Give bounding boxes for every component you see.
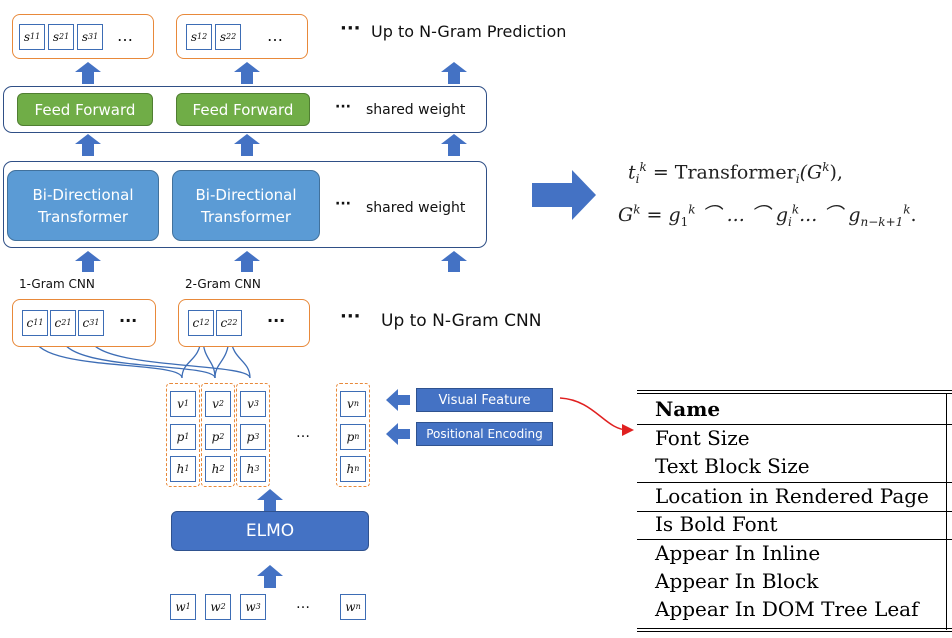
table-row: Appear In DOM Tree Leaf	[655, 597, 919, 621]
table-row: Location in Rendered Page	[655, 484, 929, 508]
formula-line-2: Gk = g1k ⌒ ... ⌒ gik... ⌒ gn−k+1k.	[618, 202, 917, 229]
table-bottom-rule-2	[637, 631, 952, 632]
tr-dots: ···	[335, 196, 351, 212]
table-top-rule-2	[637, 393, 952, 394]
table-top-rule	[637, 390, 952, 391]
tr-shared-weight-label: shared weight	[366, 200, 466, 216]
prediction-dots: ···	[340, 18, 361, 39]
table-row: Appear In Block	[655, 569, 819, 593]
table-header: Name	[655, 397, 721, 421]
positional-encoding-tag: Positional Encoding	[416, 422, 553, 446]
token-column-1	[166, 383, 200, 487]
token-column-3	[236, 383, 270, 487]
up-arrows	[75, 62, 596, 588]
up-to-ngram-prediction-label: Up to N-Gram Prediction	[371, 22, 567, 41]
ellipsis: …	[117, 26, 133, 45]
feed-forward-box-1: Feed Forward	[17, 93, 153, 126]
formula-line-1: tik = Transformeri(Gk),	[628, 160, 843, 187]
word-ellipsis: …	[296, 596, 310, 612]
two-gram-cnn-label: 2-Gram CNN	[185, 277, 261, 291]
ff-shared-weight-label: shared weight	[366, 102, 466, 118]
table-rule	[637, 511, 952, 512]
one-gram-cnn-label: 1-Gram CNN	[19, 277, 95, 291]
elmo-box: ELMO	[171, 511, 369, 551]
table-bottom-rule	[637, 628, 952, 629]
embedding-ellipsis: …	[296, 425, 310, 441]
table-column-divider	[946, 394, 947, 630]
table-row: Appear In Inline	[655, 541, 821, 565]
up-to-ngram-cnn-label: Up to N-Gram CNN	[381, 311, 542, 331]
token-column-2	[201, 383, 235, 487]
visual-feature-tag: Visual Feature	[416, 388, 553, 412]
token-column-n	[336, 383, 370, 487]
ellipsis: …	[267, 26, 283, 45]
feed-forward-box-2: Feed Forward	[176, 93, 310, 126]
cnn-dots: ···	[340, 306, 361, 327]
table-rule	[637, 424, 952, 425]
table-row: Text Block Size	[655, 454, 810, 478]
ellipsis: ···	[267, 311, 286, 330]
table-row: Font Size	[655, 426, 750, 450]
feed-forward-layer: Feed Forward Feed Forward ··· shared wei…	[3, 86, 487, 133]
table-rule	[637, 482, 952, 483]
table-row: Is Bold Font	[655, 512, 778, 536]
ff-dots: ···	[335, 99, 351, 115]
table-rule	[637, 539, 952, 540]
ellipsis: ···	[119, 311, 138, 330]
